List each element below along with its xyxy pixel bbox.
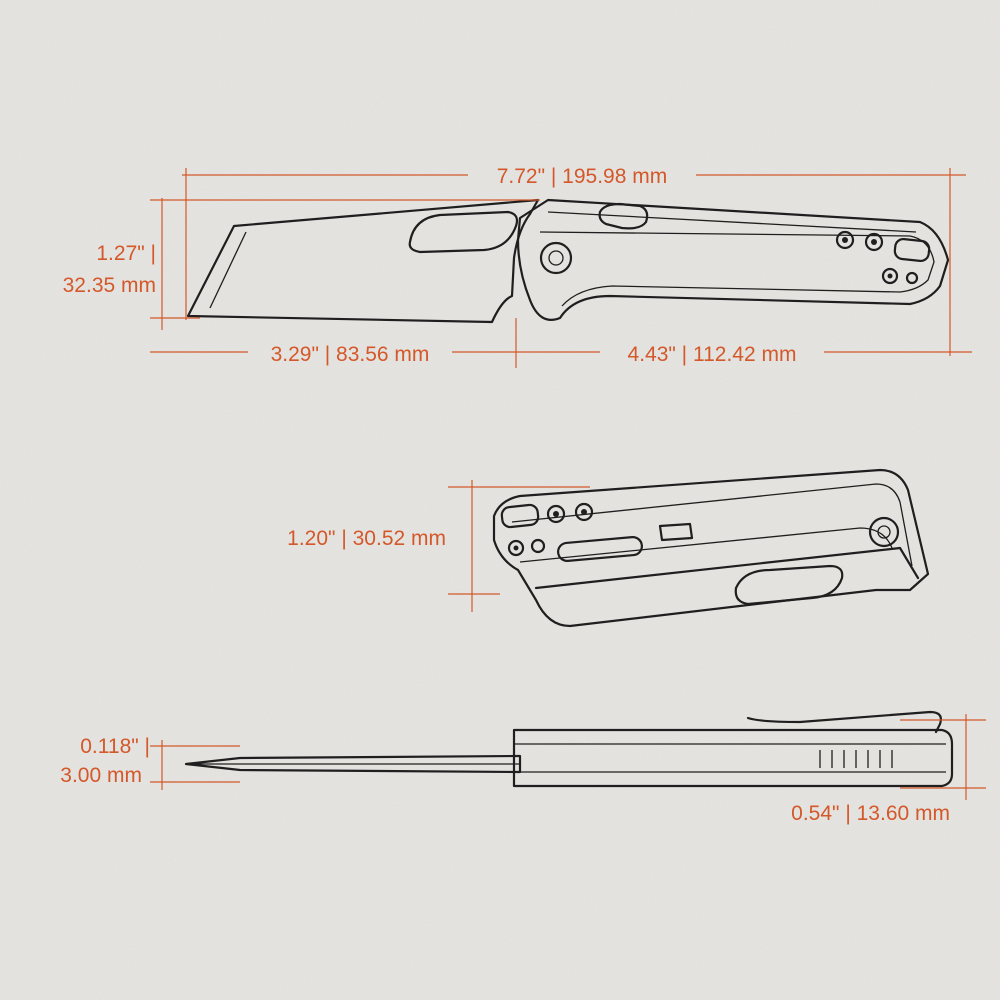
pivot-outer [539,241,573,275]
closed-screw-1-core [553,511,559,517]
closed-thumb-stud [658,522,694,542]
handle-length-label: 4.43" | 112.42 mm [628,343,797,366]
handle-screw-1 [835,230,855,250]
handle-screw-1-core [842,237,848,243]
closed-screw-3 [507,539,525,557]
closed-screw-4 [530,538,546,554]
closed-screw-1 [546,504,566,524]
lanyard-slot [893,237,931,263]
overall-length-label: 7.72" | 195.98 mm [497,165,668,188]
open-knife-view [186,198,950,324]
spine-view-dimensions: 0.118" | 3.00 mm 0.54" | 13.60 mm [60,714,986,825]
open-blade-outline [186,198,540,324]
blade-cutout [408,210,519,254]
blade-thickness-label-mm: 3.00 mm [60,764,142,787]
thumb-stud [598,202,649,230]
closed-lanyard-slot [500,503,540,529]
handle-screw-4 [905,271,919,285]
closed-screw-3-core [513,545,519,551]
closed-screw-2-core [581,509,587,515]
closed-screw-2 [574,502,594,522]
spine-jimping [819,750,893,768]
spine-handle [512,728,954,788]
closed-blade-edge [534,546,920,590]
handle-screw-2-core [871,239,877,245]
handle-screw-3-core [887,273,893,279]
open-view-dimensions: 7.72" | 195.98 mm 1.27" | 32.35 mm 3.29"… [63,165,972,368]
open-height-label-mm: 32.35 mm [63,274,156,297]
open-handle-inner [539,231,935,307]
closed-view-dimensions: 1.20" | 30.52 mm [287,480,590,612]
open-handle-outline [516,198,950,321]
spine-knife-view [184,710,954,788]
closed-height-label: 1.20" | 30.52 mm [287,527,446,550]
closed-pivot-outer [868,516,900,548]
closed-knife-view [492,468,930,628]
closed-pivot-inner [877,525,891,539]
open-height-label-in: 1.27" | [96,242,156,265]
closed-blade-cutout [734,564,844,606]
open-blade-bevel [209,231,247,309]
blade-length-label: 3.29" | 83.56 mm [271,343,430,366]
closed-handle-inner [511,483,913,567]
blade-thickness-label-in: 0.118" | [80,735,150,758]
closed-handle-outline [492,468,930,628]
handle-screw-3 [881,267,899,285]
handle-thickness-label: 0.54" | 13.60 mm [791,802,950,825]
open-handle-liner [547,211,917,233]
closed-clip-slot [557,536,643,562]
handle-screw-2 [864,232,884,252]
pivot-inner [548,250,564,266]
